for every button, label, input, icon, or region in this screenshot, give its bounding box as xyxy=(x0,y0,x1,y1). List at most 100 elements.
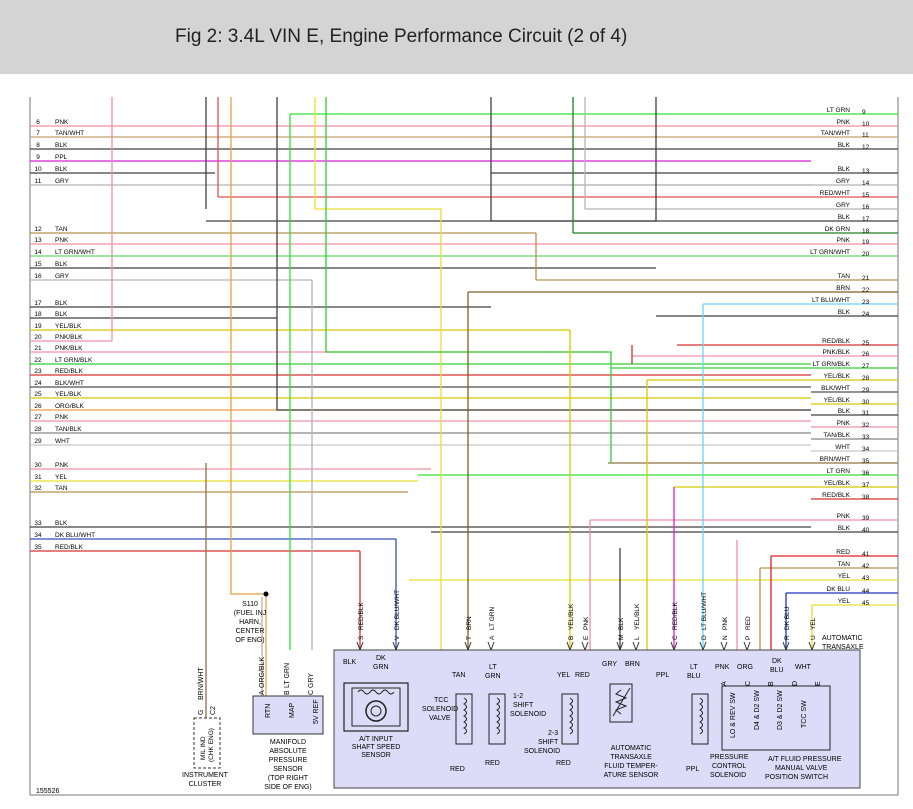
left-wire-number: 8 xyxy=(36,142,40,149)
left-wire-label: ORG/BLK xyxy=(55,403,85,410)
right-wire-label: WHT xyxy=(835,444,850,451)
connector-pin-wire: PNK xyxy=(583,616,590,630)
left-wire-number: 18 xyxy=(34,311,42,318)
speed-sensor-box xyxy=(343,682,409,732)
svg-text:TRANSAXLE: TRANSAXLE xyxy=(822,644,864,651)
svg-text:SOLENOID: SOLENOID xyxy=(524,748,560,755)
svg-text:TCC: TCC xyxy=(434,697,448,704)
svg-text:D: D xyxy=(792,681,799,686)
splice-s110: S110 (FUEL INJ HARN, CENTER OF ENG) xyxy=(234,591,269,644)
left-wire-label: TAN xyxy=(55,485,68,492)
svg-text:RED: RED xyxy=(556,760,571,767)
left-wire-label: BLK xyxy=(55,311,68,318)
svg-text:RED: RED xyxy=(575,672,590,679)
left-wire-number: 26 xyxy=(34,403,42,410)
connector-pin xyxy=(581,641,589,652)
left-wire-number: 15 xyxy=(34,261,42,268)
right-wire-label: TAN xyxy=(837,273,850,280)
right-wire-label: BLK xyxy=(838,525,851,532)
right-wire-number: 10 xyxy=(862,121,870,128)
svg-text:BLU: BLU xyxy=(770,667,784,674)
right-wire-number: 25 xyxy=(862,340,870,347)
right-wire-label: LT GRN xyxy=(827,468,851,475)
svg-text:DK: DK xyxy=(772,658,782,665)
right-wire-label: PNK/BLK xyxy=(823,349,851,356)
svg-text:G: G xyxy=(198,710,205,715)
svg-text:WHT: WHT xyxy=(795,664,812,671)
right-wire-label: BLK xyxy=(838,142,851,149)
right-wire-number: 36 xyxy=(862,470,870,477)
left-wire-number: 20 xyxy=(34,334,42,341)
svg-text:2-3: 2-3 xyxy=(548,730,558,737)
left-wire-label: TAN xyxy=(55,226,68,233)
right-wire-number: 18 xyxy=(862,228,870,235)
connector-pin-wire: RED/BLK xyxy=(672,602,679,630)
right-wire-number: 45 xyxy=(862,600,870,607)
svg-text:SHIFT: SHIFT xyxy=(513,702,534,709)
svg-text:CLUSTER: CLUSTER xyxy=(189,781,222,788)
right-wire-number: 27 xyxy=(862,363,870,370)
automatic-transaxle: AUTOMATIC TRANSAXLE BLK DK GRN A/T INPUT… xyxy=(333,635,864,789)
transaxle-box xyxy=(333,649,861,789)
svg-text:E: E xyxy=(815,681,822,686)
svg-text:A/T INPUT: A/T INPUT xyxy=(359,736,393,743)
svg-text:ORG/BLK: ORG/BLK xyxy=(259,657,266,688)
svg-text:BLU: BLU xyxy=(687,673,701,680)
left-wire-label: PNK/BLK xyxy=(55,334,83,341)
left-wire-label: PNK xyxy=(55,462,69,469)
connector-pin-wire: PNK xyxy=(722,616,729,630)
figure-id: 155526 xyxy=(36,788,59,795)
map-sensor-box xyxy=(252,695,324,735)
map-sensor: ORG/BLK LT GRN GRY A B C RTN MAP 5V REF … xyxy=(252,657,324,791)
svg-text:B: B xyxy=(768,681,775,686)
left-wire-label: YEL/BLK xyxy=(55,323,82,330)
right-wire-number: 22 xyxy=(862,287,870,294)
right-wire-number: 43 xyxy=(862,575,870,582)
wire-layer xyxy=(30,97,898,788)
right-wire-label: RED xyxy=(836,549,850,556)
connector-pin-letter: D xyxy=(701,635,708,640)
right-wire-number: 20 xyxy=(862,251,870,258)
connector-pin-wire: LT BLU/WHT xyxy=(701,592,708,630)
svg-text:GRN: GRN xyxy=(485,673,501,680)
connector-pin-letter: B xyxy=(568,636,575,640)
left-wire-number: 27 xyxy=(34,414,42,421)
connector-pin-wire: RED/BLK xyxy=(358,602,365,630)
left-wire-number: 19 xyxy=(34,323,42,330)
diagram-frame xyxy=(29,97,899,796)
left-wire-label: RED/BLK xyxy=(55,368,83,375)
svg-text:(CHK ENG): (CHK ENG) xyxy=(208,728,215,762)
left-wire-label: PPL xyxy=(55,154,68,161)
left-wire-label: BLK/WHT xyxy=(55,380,84,387)
right-wire-label: TAN xyxy=(837,561,850,568)
right-wire-label: YEL xyxy=(838,598,851,605)
right-wire-label: BLK xyxy=(838,408,851,415)
svg-text:DK: DK xyxy=(376,655,386,662)
left-wire-label: YEL xyxy=(55,474,68,481)
connector-pin-letter: P xyxy=(745,636,752,640)
left-wire-label: LT GRN/WHT xyxy=(55,249,95,256)
left-wire-number: 33 xyxy=(34,520,42,527)
harness-run xyxy=(276,97,811,411)
instrument-cluster: BRN/WHT G C2 MIL IND (CHK ENG) INSTRUMEN… xyxy=(182,667,229,788)
connector-pin-wire: YEL/BLK xyxy=(568,603,575,630)
svg-text:A: A xyxy=(721,681,728,686)
right-wire-number: 17 xyxy=(862,216,870,223)
left-wire-label: PNK/BLK xyxy=(55,345,83,352)
right-wire-label: PNK xyxy=(837,420,851,427)
left-wire-label: BLK xyxy=(55,520,68,527)
svg-text:RED: RED xyxy=(450,766,465,773)
right-wire-number: 24 xyxy=(862,311,870,318)
right-wire-label: TAN/WHT xyxy=(821,130,850,137)
svg-text:SENSOR: SENSOR xyxy=(361,752,391,759)
right-wire-number: 31 xyxy=(862,410,870,417)
left-wire-number: 17 xyxy=(34,300,42,307)
left-wire-number: 30 xyxy=(34,462,42,469)
right-wire-label: YEL/BLK xyxy=(824,397,851,404)
connector-pin-letter: S xyxy=(358,635,365,640)
svg-text:MIL IND: MIL IND xyxy=(200,736,207,760)
svg-text:PNK: PNK xyxy=(715,664,730,671)
svg-text:OF ENG): OF ENG) xyxy=(235,637,264,644)
